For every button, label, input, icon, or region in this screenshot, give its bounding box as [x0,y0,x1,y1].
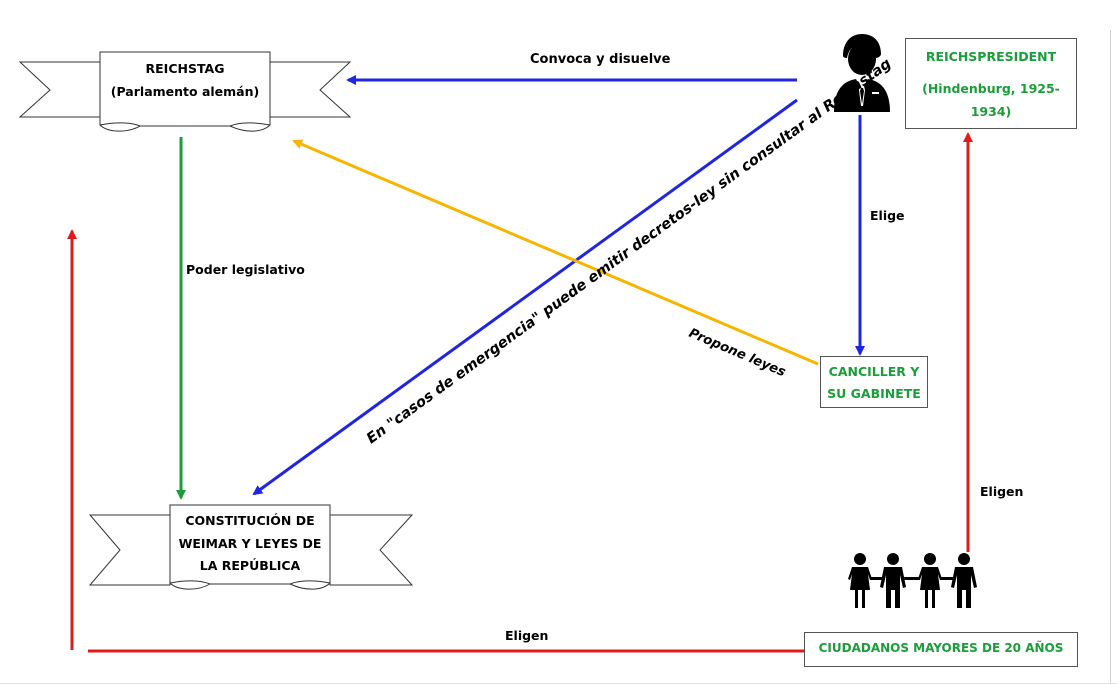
canciller-line2: SU GABINETE [827,386,921,401]
arrow-propone [292,139,819,366]
arrow-decretos [252,98,798,496]
reichspresident-years-2: 1934) [970,104,1012,119]
ciudadanos-label: CIUDADANOS MAYORES DE 20 AÑOS [818,641,1064,655]
reichstag-subtitle: (Parlamento alemán) [110,84,260,99]
reichspresident-years-1: (Hindenburg, 1925- [922,81,1060,96]
constitucion-banner [88,504,414,590]
constitucion-line3: LA REPÚBLICA [199,558,301,573]
reichstag-title: REICHSTAG [145,61,225,76]
eligen-right-label: Eligen [980,484,1024,499]
canciller-line1: CANCILLER Y [828,364,920,379]
propone-label: Propone leyes [686,326,787,380]
propone-label-group: Propone leyes [686,326,787,380]
canciller-box [820,356,928,408]
ciudadanos-box [804,632,1078,667]
businessman-icon [834,34,890,112]
decretos-label: En "casos de emergencia" puede emitir de… [364,56,894,447]
reichspresident-box [905,38,1077,129]
reichspresident-title: REICHSPRESIDENT [925,49,1057,64]
decretos-label-group: En "casos de emergencia" puede emitir de… [364,56,894,447]
people-group-icon [848,553,977,608]
reichstag-banner [18,51,352,132]
eligen-bottom-label: Eligen [505,628,549,643]
convoca-label: Convoca y disuelve [530,52,671,67]
elige-label: Elige [870,208,905,223]
constitucion-line1: CONSTITUCIÓN DE [185,513,315,528]
constitucion-line2: WEIMAR Y LEYES DE [178,536,322,551]
poder-legislativo-label: Poder legislativo [186,262,305,277]
page-edge-right [1110,30,1111,684]
